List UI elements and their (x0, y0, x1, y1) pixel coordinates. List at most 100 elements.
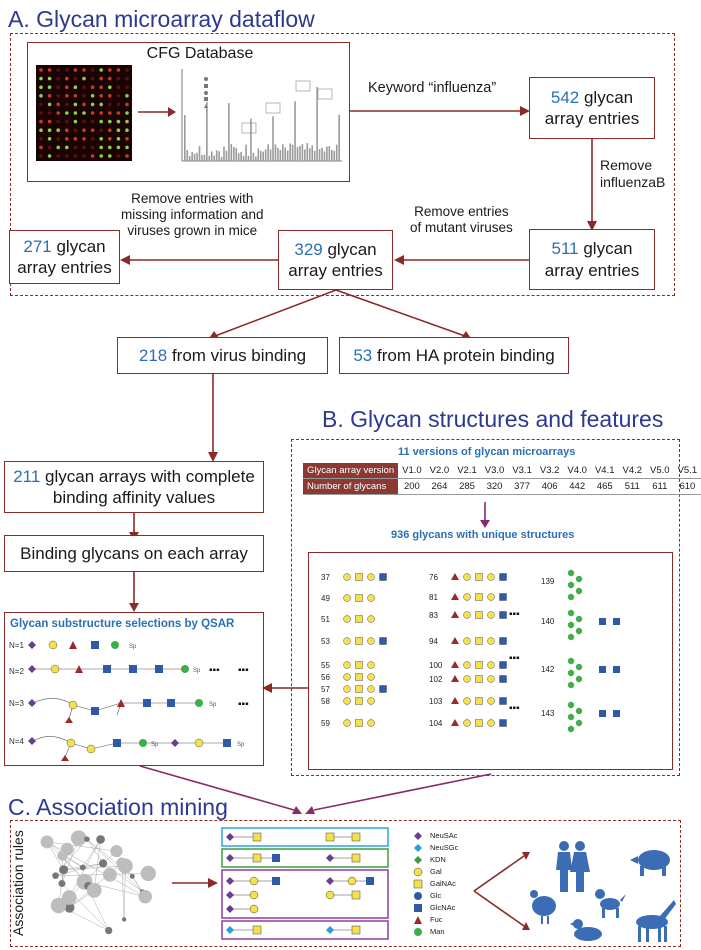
glycan-id-56: 56 (321, 673, 330, 682)
legend-kdn: KDN (430, 855, 446, 864)
svg-text:Sp: Sp (193, 668, 201, 674)
arrow-virus-to-211 (208, 374, 218, 462)
section-c-frame (10, 820, 681, 947)
structures-ellipsis-1: ▪▪▪ (509, 609, 520, 620)
count-V4.2: 511 (618, 478, 647, 495)
row2-label: Number of glycans (303, 478, 399, 495)
glycan-id-53: 53 (321, 637, 330, 646)
legend-galnac: GalNAc (430, 879, 456, 888)
monosaccharide-legend: NeuSAc NeuSGc KDN Gal GalNAc Glc GlcNAc … (412, 830, 502, 945)
legend-symbols (413, 832, 423, 936)
cfg-database-panel: CFG Database (27, 42, 350, 182)
converging-arrows (139, 765, 492, 814)
arrow-image-to-chart (138, 107, 176, 117)
unique-structures-title: 936 glycans with unique structures (391, 529, 575, 541)
arrow-network-to-rules (172, 878, 218, 888)
glycan-id-142: 142 (541, 665, 555, 674)
section-a-title: A. Glycan microarray dataflow (8, 6, 315, 32)
section-b-title: B. Glycan structures and features (322, 406, 664, 432)
version-V4.2: V4.2 (618, 463, 647, 479)
qsar-row-n4: N=4 (9, 737, 24, 746)
rule-boxes (221, 827, 389, 940)
version-V5.1: V5.1 (673, 463, 701, 479)
version-V3.2: V3.2 (535, 463, 564, 479)
legend-man: Man (430, 927, 445, 936)
section-a-frame (10, 33, 675, 296)
glycan-id-104: 104 (429, 719, 443, 728)
glycan-id-51: 51 (321, 615, 330, 624)
human-icon (556, 841, 590, 892)
count-511: 511 (551, 239, 579, 259)
glycan-id-102: 102 (429, 675, 443, 684)
association-rules-label: Association rules (10, 830, 26, 936)
chicken-icon (530, 890, 556, 924)
count-V2.0: 264 (425, 478, 454, 495)
section-c-title: C. Association mining (8, 794, 228, 820)
count-218: 218 (138, 345, 168, 365)
qsar-row-n3: N=3 (9, 699, 24, 708)
association-network-graph (40, 830, 156, 935)
count-V3.0: 320 (480, 478, 509, 495)
glycan-id-100: 100 (429, 661, 443, 670)
glycan-id-49: 49 (321, 594, 330, 603)
count-329: 329 (294, 239, 323, 259)
box-binding-glycans: Binding glycans on each array (4, 535, 264, 572)
svg-text:Sp: Sp (237, 742, 245, 748)
arrow-329-to-271 (120, 255, 278, 265)
glycan-id-94: 94 (429, 637, 438, 646)
glycan-id-76: 76 (429, 573, 438, 582)
count-53: 53 (353, 345, 373, 365)
version-V4.0: V4.0 (563, 463, 591, 479)
count-V3.2: 406 (535, 478, 564, 495)
legend-neusac: NeuSAc (430, 831, 458, 840)
cfg-database-label: CFG Database (146, 45, 254, 62)
svg-text:Sp: Sp (129, 644, 137, 650)
arrow-542-to-511 (587, 139, 597, 231)
count-V5.1: 610 (673, 478, 701, 495)
binding-histogram-chart (181, 69, 342, 162)
glycan-id-140: 140 (541, 617, 555, 626)
legend-gal: Gal (430, 867, 442, 876)
qsar-panel: Glycan substructure selections by QSAR N… (4, 612, 264, 766)
glycan-id-143: 143 (541, 709, 555, 718)
arrow-binding-to-qsar (129, 572, 139, 612)
svg-text:▪▪▪: ▪▪▪ (509, 653, 520, 664)
pig-icon (630, 850, 670, 876)
count-V2.1: 285 (453, 478, 481, 495)
row1-label: Glycan array version (303, 463, 399, 479)
svg-text:Sp: Sp (209, 702, 217, 708)
glycan-id-58: 58 (321, 697, 330, 706)
count-V5.0: 611 (646, 478, 674, 495)
keyword-influenza-label: Keyword “influenza” (368, 80, 497, 96)
arrow-511-to-329 (394, 255, 530, 265)
legend-neusgc: NeuSGc (430, 843, 459, 852)
qsar-substructure-glyphs: Sp Sp ▪▪▪ ▪▪▪ Sp ▪▪▪ (28, 640, 249, 761)
microarray-scan-image (36, 65, 132, 161)
glycan-id-81: 81 (429, 593, 438, 602)
horse-icon (636, 900, 676, 942)
association-rules-label-wrap: Association rules (6, 830, 28, 940)
qsar-ellipsis-1: ▪▪▪ (209, 665, 220, 676)
qsar-row-n2: N=2 (9, 667, 24, 676)
version-V2.0: V2.0 (425, 463, 454, 479)
duck-icon (570, 919, 602, 941)
glycan-id-37: 37 (321, 573, 330, 582)
qsar-title: Glycan substructure selections by QSAR (10, 618, 235, 630)
count-V4.1: 465 (590, 478, 619, 495)
qsar-row-n1: N=1 (9, 641, 24, 650)
arrow-versions-to-unique (480, 502, 490, 528)
count-V1.0: 200 (398, 478, 426, 495)
version-V3.0: V3.0 (480, 463, 509, 479)
glycan-id-139: 139 (541, 577, 555, 586)
legend-glcnac: GlcNAc (430, 903, 456, 912)
